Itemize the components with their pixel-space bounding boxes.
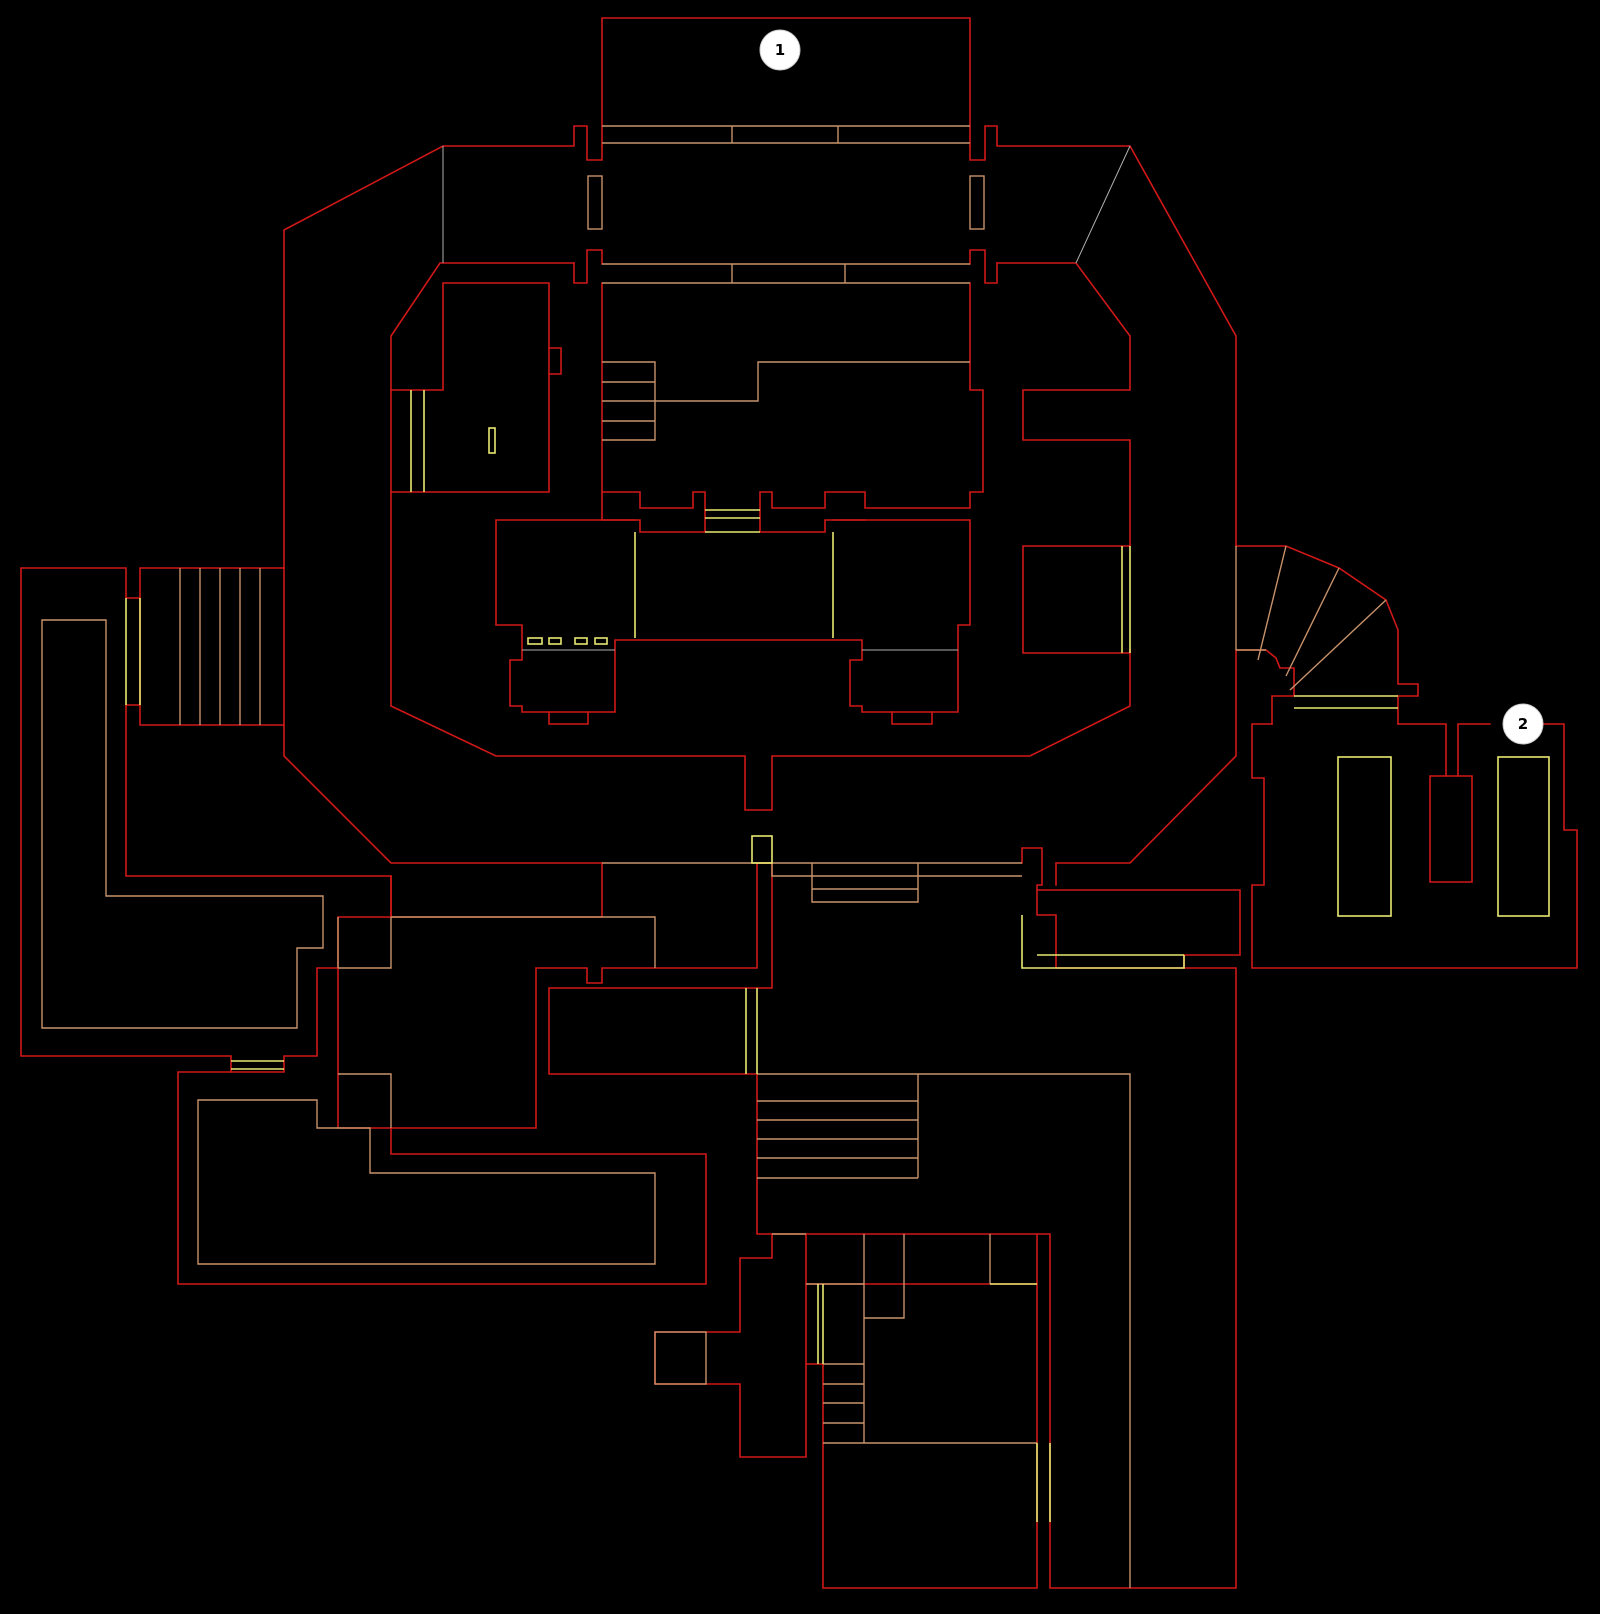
trigger-bottom-room-door [817,1284,824,1364]
step-curved-radials [1235,545,1387,691]
step-pillar-left [587,175,603,230]
trigger-east-block-1 [1337,756,1392,917]
wall-east-corridor [1021,847,1241,969]
wall-east-room [1251,723,1578,969]
map-floor-steps [41,125,1387,1588]
step-top-room-edge-2 [602,263,970,284]
wall-inner-ring-right [996,262,1131,547]
trigger-middle-room-sides [634,532,834,638]
step-pillar-right [969,175,985,230]
wall-curved-approach [1235,545,1419,725]
wall-central-lower-3 [548,862,1237,1589]
trigger-upper-left-switch [488,427,496,454]
wall-far-left-outer [20,567,392,1073]
map-hidden-lines [442,145,1131,651]
marker-2-circle [1502,703,1544,745]
wall-right-mid-box [1022,545,1131,654]
map-walls [20,17,1578,1589]
step-lower-central-stairs [757,1073,1131,1588]
trigger-middle-switch-3 [574,637,588,645]
wall-bottom-room-outline [805,1233,1038,1365]
wall-middle-left-room [495,519,971,713]
trigger-middle-switch-2 [548,637,562,645]
map-triggers [125,390,1550,1522]
wall-inner-ring [390,262,1131,811]
step-bottom-left-box [654,1331,707,1385]
trigger-east-corridor [1021,915,1185,969]
marker-1-label: 1 [775,41,785,59]
step-left-bottom-inner [197,1099,656,1265]
step-mid-stairs [771,863,1022,903]
wall-upper-central-room [601,282,706,533]
trigger-middle-switch-4 [594,637,608,645]
wall-door-post-left-inner [573,249,603,284]
wall-far-left-room [139,567,285,726]
wall-curved-inner [1235,649,1295,725]
trigger-left-loop-door [231,1060,284,1070]
step-far-left-stairs [179,568,261,725]
wall-door-post-left-top [283,125,603,569]
wall-left-bottom-loop [177,1071,707,1285]
marker-1-circle [759,29,801,71]
wall-top-room [601,17,971,147]
step-bottom-stairs [823,1363,1037,1444]
wall-east-room-pillar [1429,775,1473,883]
step-central-lower [337,862,1022,969]
hidden-line-right [1075,145,1131,264]
trigger-lower-central-door [745,988,758,1074]
trigger-far-left-door [125,598,141,705]
step-far-left-loop [41,619,324,1029]
wall-central-lower [390,862,603,918]
trigger-right-mid-door [1121,546,1131,653]
trigger-middle-switch-1 [527,637,543,645]
wall-upper-left-notch [548,347,562,375]
map-markers: 1 2 [759,29,1544,745]
step-left-bottom-box [338,1073,392,1128]
wall-outer-ring-right [1055,649,1237,886]
wall-middle-left-stub [548,711,589,725]
trigger-curved-exit [1294,695,1398,709]
trigger-center-post [751,835,773,864]
trigger-bottom-room-edge [990,1283,1051,1522]
wall-central-lower-2 [337,862,773,1129]
wall-door-post-right-inner [969,249,998,284]
wall-outer-ring-left [283,567,603,864]
step-top-room-edge [602,125,970,144]
marker-2[interactable]: 2 [1502,703,1544,745]
step-bottom-rooms [772,1233,991,1443]
trigger-central-door [705,509,760,533]
wall-upper-central-right [759,282,984,533]
wall-upper-left-room [390,282,550,493]
wall-bottom-small-rooms [654,1233,1038,1589]
wall-middle-right-stub [891,711,933,725]
trigger-east-block-2 [1497,756,1550,917]
marker-1[interactable]: 1 [759,29,801,71]
wall-door-post-right-top [969,125,1237,547]
trigger-upper-left-door [410,390,425,492]
step-upper-central-stairs [602,361,970,441]
marker-2-label: 2 [1518,715,1528,733]
